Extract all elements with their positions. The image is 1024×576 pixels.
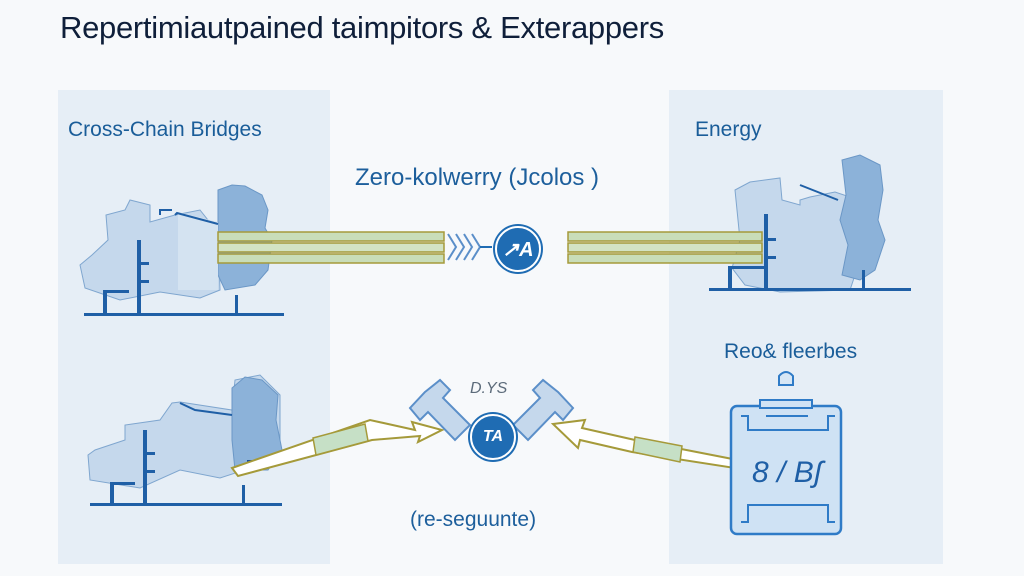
pipe-top-right: [567, 231, 763, 264]
cross-chain-bridges-label: Cross-Chain Bridges: [68, 118, 262, 141]
re-sequence-label: (re-seguunte): [410, 508, 537, 531]
double-arrow-left: [230, 418, 445, 478]
device-readout: 8 / Bʃ: [752, 456, 823, 489]
city-cluster-top-right: [709, 154, 911, 293]
cross-chain-bridges-panel: [58, 90, 330, 564]
device-label: Reo& fleerbes: [724, 340, 858, 363]
device-icon: [729, 371, 843, 536]
zero-knowledge-badge-icon[interactable]: ↗A: [495, 226, 541, 272]
bracket-icon-left: [408, 378, 472, 442]
energy-label: Energy: [695, 118, 762, 141]
page-title: Repertimiautpained taimpitors & Exterapp…: [60, 10, 664, 45]
sequencer-badge-icon[interactable]: TA: [470, 414, 516, 460]
city-cluster-bottom-left: [87, 374, 283, 506]
pipe-top-left: [217, 231, 445, 264]
zero-knowledge-label: Zero-kolwerry (Jcolos ): [355, 164, 600, 191]
bottom-caption: D.YS: [470, 380, 508, 397]
bracket-icon-right: [511, 378, 575, 442]
double-arrow-right: [550, 418, 768, 478]
